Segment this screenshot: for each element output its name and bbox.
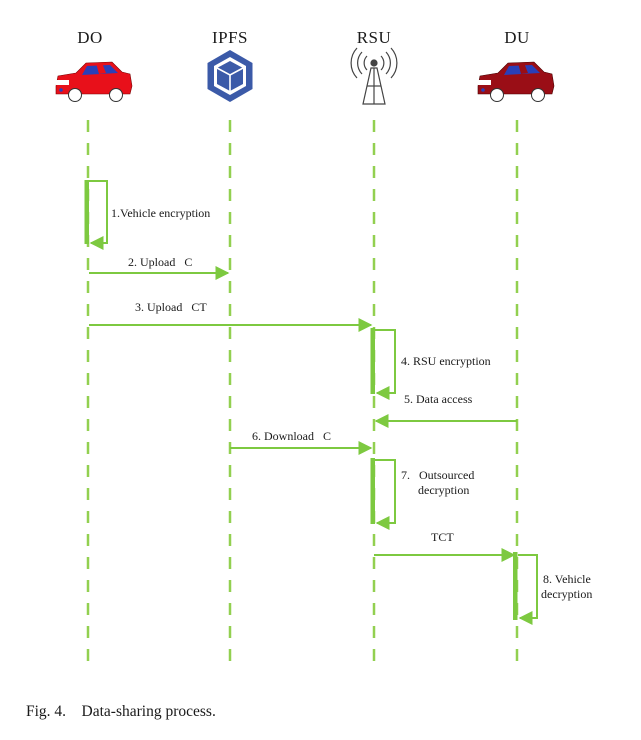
actor-label-ipfs: IPFS bbox=[212, 28, 248, 47]
ipfs-cube-icon bbox=[207, 50, 253, 102]
step-3-label: 3. Upload CT bbox=[135, 300, 207, 314]
tct-label: TCT bbox=[431, 530, 454, 544]
activation-du bbox=[513, 552, 518, 620]
actor-label-rsu: RSU bbox=[357, 28, 392, 47]
self-arrow-1 bbox=[89, 180, 108, 250]
step-1-label: 1.Vehicle encryption bbox=[111, 206, 210, 220]
self-arrow-8 bbox=[518, 554, 538, 625]
step-2-label: 2. Upload C bbox=[128, 255, 192, 269]
self-arrow-7 bbox=[375, 459, 396, 530]
du-car-icon bbox=[477, 61, 555, 102]
activation-rsu-1 bbox=[370, 328, 375, 394]
step-6-label: 6. Download C bbox=[252, 429, 331, 443]
rsu-antenna-icon bbox=[350, 47, 398, 105]
activation-rsu-2 bbox=[370, 458, 375, 524]
actor-label-do: DO bbox=[77, 28, 103, 47]
step-5-label: 5. Data access bbox=[404, 392, 473, 406]
step-4-label: 4. RSU encryption bbox=[401, 354, 491, 368]
self-arrow-4 bbox=[375, 329, 396, 400]
actor-label-du: DU bbox=[504, 28, 530, 47]
figure-caption: Fig. 4. Data-sharing process. bbox=[26, 703, 216, 720]
do-car-icon bbox=[55, 61, 133, 102]
activation-do bbox=[84, 180, 89, 244]
